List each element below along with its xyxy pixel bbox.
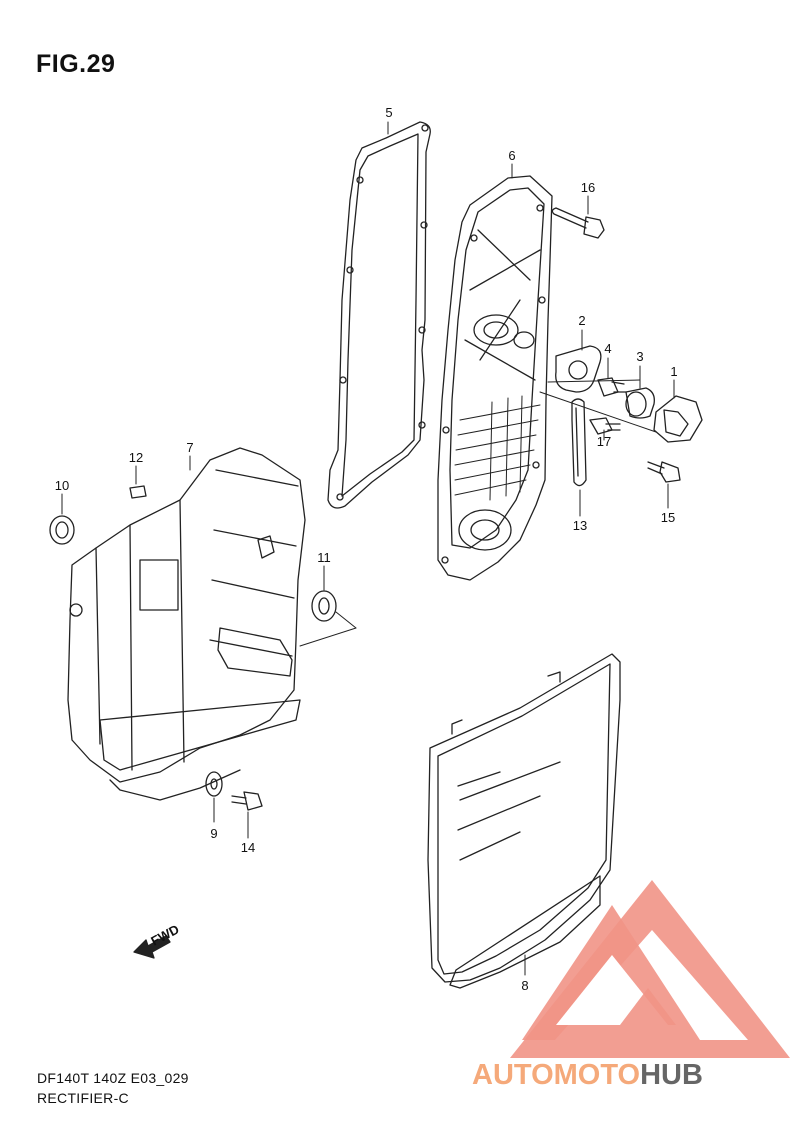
callout-1: 1: [670, 364, 677, 379]
callout-8: 8: [521, 978, 528, 993]
section-name: RECTIFIER-C: [37, 1090, 129, 1106]
part-grommet-10: [49, 515, 75, 545]
callout-7: 7: [186, 440, 193, 455]
part-collar: [625, 387, 655, 419]
figure-title: FIG.29: [36, 50, 116, 78]
callout-17: 17: [597, 434, 611, 449]
callout-15: 15: [661, 510, 675, 525]
callout-13: 13: [573, 518, 587, 533]
watermark-brand-part1: AUTOMOTO: [472, 1059, 640, 1091]
part-case: [67, 447, 306, 801]
callout-11: 11: [317, 550, 331, 565]
callout-5: 5: [385, 105, 392, 120]
callout-2: 2: [578, 313, 585, 328]
part-bolt-14: [231, 791, 263, 811]
part-bolt-16: [551, 207, 605, 239]
part-grommet-11: [311, 590, 337, 622]
part-block-12: [129, 485, 147, 499]
part-gasket-small: [555, 345, 602, 393]
part-rectifier-plate: [437, 175, 553, 581]
watermark-logo: [510, 880, 790, 1058]
part-washer: [205, 771, 223, 797]
part-bolt-17: [589, 417, 621, 435]
callout-12: 12: [129, 450, 143, 465]
leader-lines: [61, 121, 675, 976]
callout-9: 9: [210, 826, 217, 841]
model-code: DF140T 140Z E03_029: [37, 1070, 189, 1086]
callout-6: 6: [508, 148, 515, 163]
callout-4: 4: [604, 341, 611, 356]
part-bracket: [571, 398, 587, 487]
part-cover: [427, 653, 621, 989]
part-bolt-15: [647, 461, 681, 483]
part-gasket: [327, 121, 431, 509]
watermark-brand: AUTOMOTOHUB: [472, 1059, 703, 1091]
fwd-arrow-icon: FWD: [133, 922, 182, 959]
part-clamp: [653, 395, 703, 443]
watermark-brand-part2: HUB: [640, 1059, 703, 1091]
part-bolt-4: [597, 377, 627, 397]
callout-16: 16: [581, 180, 595, 195]
callout-3: 3: [636, 349, 643, 364]
callout-10: 10: [55, 478, 69, 493]
callout-14: 14: [241, 840, 255, 855]
